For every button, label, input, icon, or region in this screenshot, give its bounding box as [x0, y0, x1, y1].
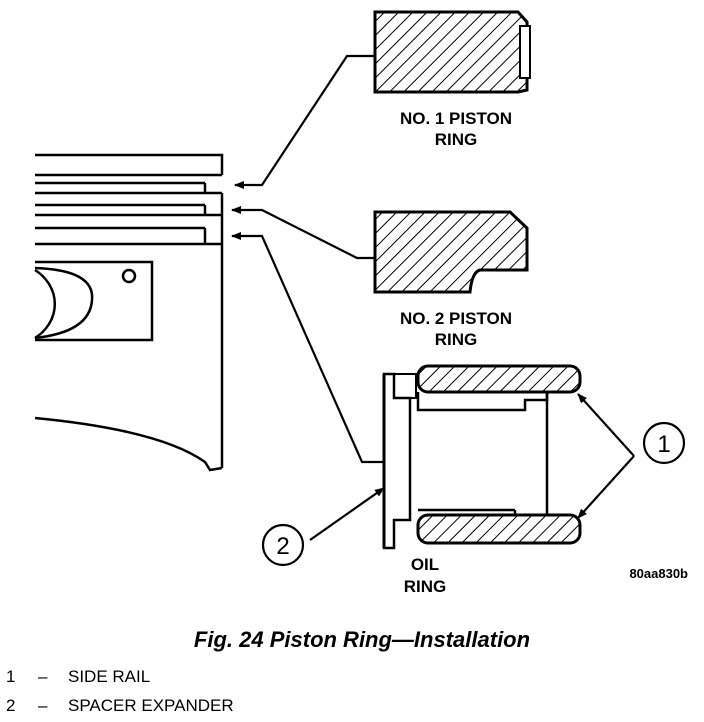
- no1-ring-label-line2: RING: [435, 130, 478, 149]
- no1-ring-label-line1: NO. 1 PISTON: [400, 109, 512, 128]
- callout-1-arrow-top: [577, 393, 635, 457]
- no1-leader-arrow: [234, 54, 375, 189]
- legend: 1 – SIDE RAIL 2 – SPACER EXPANDER: [6, 667, 234, 715]
- piston-body: [34, 153, 224, 472]
- callout-1-arrow-bottom: [577, 455, 635, 519]
- no2-ring-label-line1: NO. 2 PISTON: [400, 309, 512, 328]
- legend-2-number: 2: [6, 696, 15, 715]
- callout-2-arrow: [309, 487, 385, 541]
- no2-ring-label-line2: RING: [435, 330, 478, 349]
- callout-2-number: 2: [276, 533, 289, 560]
- legend-1-text: SIDE RAIL: [68, 667, 150, 686]
- figure-code: 80aa830b: [629, 566, 688, 581]
- upper-side-rail: [416, 364, 582, 394]
- no2-ring-section: [373, 210, 529, 294]
- oil-ring-section: [382, 364, 582, 550]
- no1-ring-section: [373, 10, 531, 94]
- legend-2-text: SPACER EXPANDER: [68, 696, 234, 715]
- callout-1-number: 1: [657, 431, 670, 458]
- figure-caption: Fig. 24 Piston Ring—Installation: [194, 627, 530, 652]
- piston-pin-boss: [34, 260, 154, 342]
- oil-ring-label-line2: RING: [404, 577, 447, 596]
- callout-1: 1: [642, 421, 686, 465]
- callout-2: 2: [261, 523, 305, 567]
- legend-1-number: 1: [6, 667, 15, 686]
- legend-2-dash: –: [38, 696, 48, 715]
- oil-leader-arrow: [231, 232, 384, 464]
- legend-1-dash: –: [38, 667, 48, 686]
- leader-lines: [231, 54, 635, 541]
- lower-side-rail: [416, 513, 582, 545]
- oil-ring-label-line1: OIL: [411, 555, 439, 574]
- no2-leader-arrow: [231, 206, 375, 260]
